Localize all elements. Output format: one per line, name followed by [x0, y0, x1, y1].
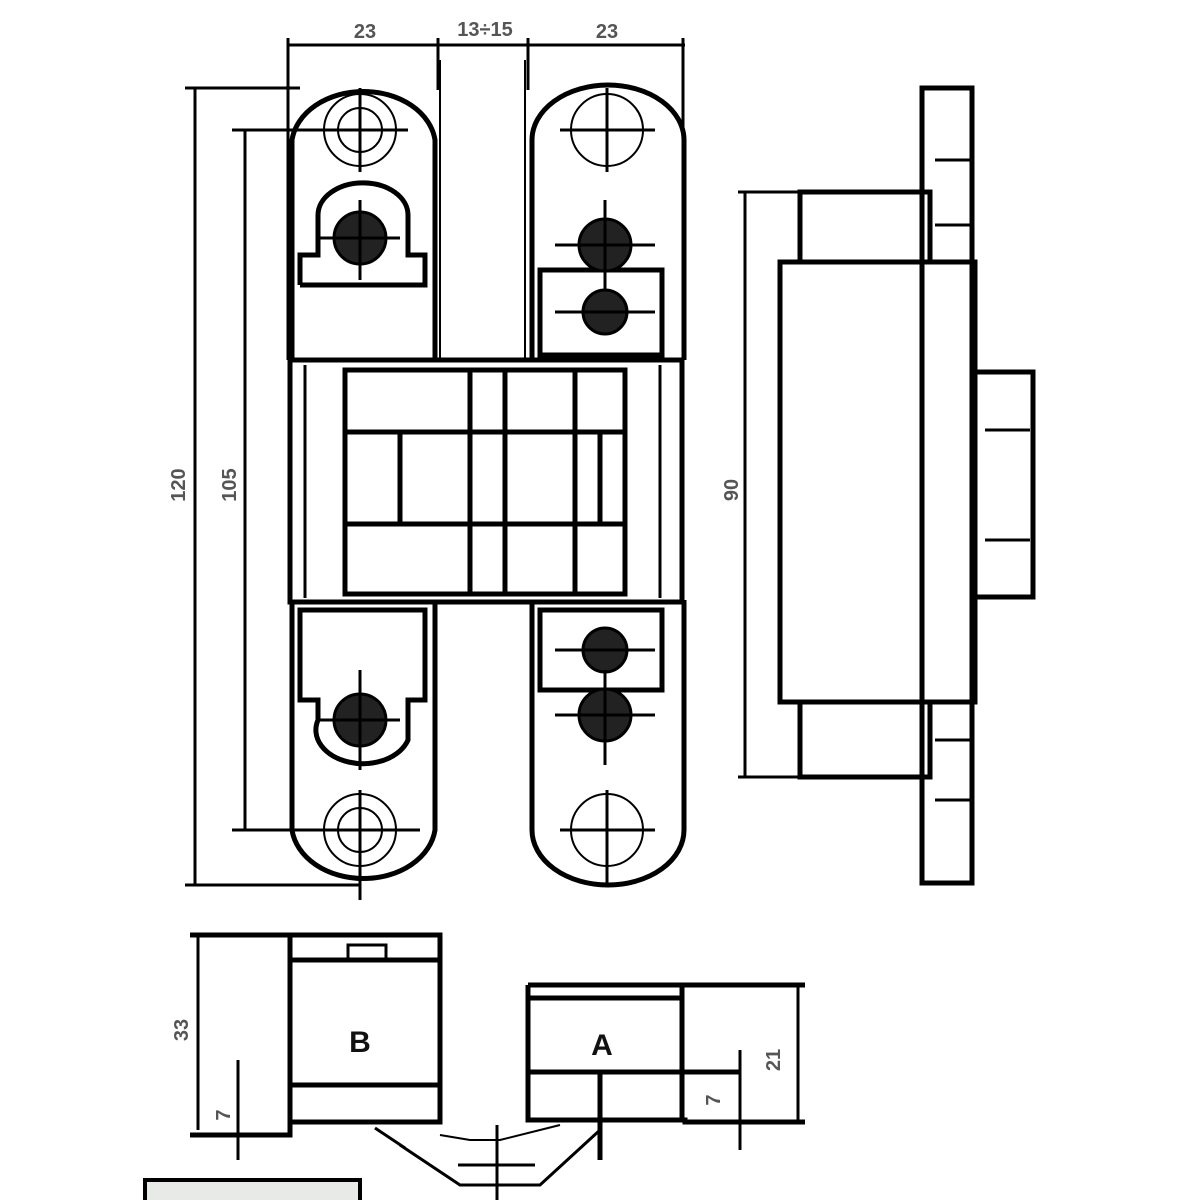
left-leaf	[289, 88, 438, 900]
dim-b-height: 33	[171, 1019, 193, 1041]
dim-screw-spacing: 105	[219, 468, 241, 501]
bottom-panel	[143, 1178, 362, 1200]
hinge-body	[287, 357, 685, 605]
dim-center-width: 13÷15	[457, 19, 512, 41]
dim-a-height: 21	[763, 1049, 785, 1071]
center-strip	[439, 60, 526, 360]
bottom-view-b: 33 7 B	[171, 932, 443, 1160]
vertical-dimensions: 120 105	[168, 86, 360, 887]
rotation-lines	[374, 1124, 602, 1200]
right-leaf	[529, 82, 687, 888]
part-a-label: A	[591, 1029, 613, 1062]
bottom-view-a: 21 7 A	[525, 982, 805, 1160]
dim-overall-height: 120	[168, 468, 190, 501]
dim-b-offset: 7	[213, 1109, 235, 1120]
dim-left-width: 23	[354, 21, 376, 43]
side-view: 90	[721, 85, 1036, 886]
dim-right-width: 23	[596, 21, 618, 43]
dim-a-offset: 7	[703, 1094, 725, 1105]
part-b-label: B	[349, 1026, 371, 1059]
dim-side-height: 90	[721, 479, 743, 501]
